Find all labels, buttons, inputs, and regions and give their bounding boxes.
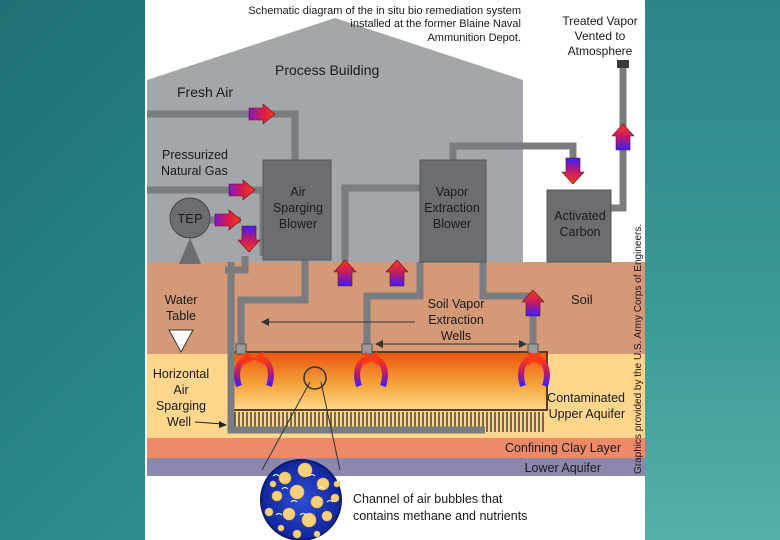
well-pointer-head [219,421,227,428]
fresh-air-label: Fresh Air [177,84,233,100]
vent-up-arrow [611,123,635,151]
caption-line2: installed at the former Blaine Naval [350,18,521,30]
tep-flow-arrow [214,209,242,231]
vapor-blower-line1: Vapor [436,185,468,199]
well-left-up-arrow [333,259,357,287]
vapor-manifold-mid [363,262,424,344]
vent-cap [617,60,629,68]
sparging-well-line1: Horizontal [153,367,209,381]
sparging-well-line3: Sparging [156,399,206,413]
wells-span-left-head [261,318,269,326]
slide-background-right [645,0,780,540]
pressurized-gas-line1: Pressurized [162,148,228,162]
vapor-manifold-left [341,184,420,262]
air-blower-line1: Air [290,185,305,199]
tep-generator [169,197,211,264]
vapor-extraction-blower [419,159,487,263]
caption-line1: Schematic diagram of the in situ bio rem… [248,5,521,17]
lower-aquifer-layer [147,458,645,476]
wells-span-mid-head [375,340,383,348]
soil-label: Soil [571,292,593,307]
vapor-to-carbon [449,142,577,160]
water-table-line2: Table [166,309,196,323]
credit-text: Graphics provided by the U.S. Army Corps… [633,224,644,474]
air-bubble-channel [260,459,342,540]
well-mid-up-arrow [385,259,409,287]
vapor-manifold-right [479,262,537,344]
clay-label: Confining Clay Layer [505,441,621,455]
magnifier-line-left [261,381,311,471]
wells-line3: Wells [441,329,471,343]
diagram-panel: Schematic diagram of the in situ bio rem… [145,0,645,540]
vapor-blower-line3: Blower [433,217,471,231]
gas-flow-arrow [228,179,256,201]
lower-aquifer-label: Lower Aquifer [525,461,601,475]
process-building-label: Process Building [275,62,379,78]
air-sparging-blower [262,159,332,261]
fresh-air-pipe [147,110,299,160]
magnifier-line-right [320,381,341,471]
water-table-line1: Water [165,293,198,307]
sparging-down-arrow [237,225,261,253]
well-pointer [194,421,224,425]
activated-carbon-unit [546,189,612,263]
pressurized-gas-line2: Natural Gas [161,164,228,178]
treated-vapor-line3: Atmosphere [568,44,633,58]
treated-vapor-line1: Treated Vapor [562,14,637,28]
carbon-line2: Carbon [560,225,601,239]
bubble-arrow-4 [367,351,388,387]
sparging-well-line2: Air [173,383,188,397]
sparging-well-pipe [227,262,485,434]
air-blower-pipe [225,256,249,274]
caption-line3: Ammunition Depot. [427,32,521,44]
air-blower-line3: Blower [279,217,317,231]
channel-line2: contains methane and nutrients [353,509,527,523]
treated-vapor-line2: Vented to [575,29,626,43]
sparging-well-line4: Well [167,415,191,429]
flow-arrows [214,103,635,317]
air-blower-line2: Sparging [273,201,323,215]
contaminated-zone [228,351,548,411]
carbon-line1: Activated [554,209,605,223]
wells-line2: Extraction [428,313,484,327]
wells-line1: Soil Vapor [428,297,485,311]
mid-well-casing [361,343,373,355]
right-well-casing [527,343,539,355]
bubble-arrow-2 [253,351,274,387]
water-table-marker [168,329,194,354]
vapor-blower-line2: Extraction [424,201,480,215]
fresh-air-arrow [248,103,276,125]
carbon-down-arrow [561,157,585,185]
remediation-schematic: Schematic diagram of the in situ bio rem… [147,5,645,540]
magnifier-source [303,366,327,390]
contaminated-line2: Upper Aquifer [549,407,625,421]
channel-line1: Channel of air bubbles that [353,492,503,506]
contaminated-line1: Contaminated [547,391,625,405]
bubble-arrow-1 [234,351,255,387]
bubble-arrow-6 [529,351,550,387]
well-right-up-arrow [521,289,545,317]
left-well-casing [235,343,247,355]
tep-label: TEP [177,211,202,226]
bubble-flow-arrows [234,351,550,387]
wells-span-right-head [519,340,527,348]
